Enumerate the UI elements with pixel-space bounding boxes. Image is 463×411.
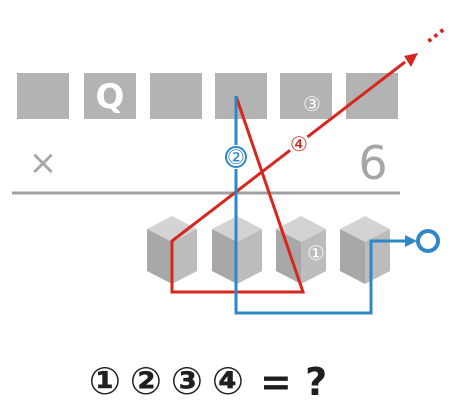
blue-path-marker: ② (225, 145, 247, 169)
question-line: ① ② ③ ④ = ? (89, 359, 327, 404)
blue-arrowhead (405, 235, 417, 247)
red-path-marker: ④ (288, 132, 310, 156)
question-marker-3: ③ (171, 359, 203, 403)
top-square-letter: Q (96, 77, 125, 117)
red-arrow-ellipsis: ... (416, 15, 449, 48)
top-square-5 (280, 73, 332, 119)
red-path-line (170, 60, 406, 294)
question-marker-4: ④ (212, 359, 244, 403)
cube-4 (340, 216, 390, 284)
top-square-1 (17, 73, 69, 119)
blue-path (234, 96, 440, 315)
blue-path-marker-label: ② (227, 145, 245, 169)
red-path-marker-label: ④ (290, 132, 308, 156)
question-tail: = ? (260, 360, 327, 404)
question-marker-1: ① (89, 359, 121, 403)
cube-1 (147, 216, 197, 284)
question-marker-2: ② (130, 359, 162, 403)
multiply-sign: × (29, 143, 58, 183)
top-square-3 (150, 73, 202, 119)
cube-marker: ① (307, 241, 325, 265)
red-arrowhead (404, 53, 418, 67)
top-square-marker: ③ (303, 92, 321, 116)
top-square-2 (84, 73, 136, 119)
multiplier-digit: 6 (358, 136, 387, 190)
blue-path-line (234, 96, 406, 315)
cube-row: ① (147, 216, 390, 284)
output-circle (416, 229, 440, 253)
top-square-6 (346, 73, 398, 119)
